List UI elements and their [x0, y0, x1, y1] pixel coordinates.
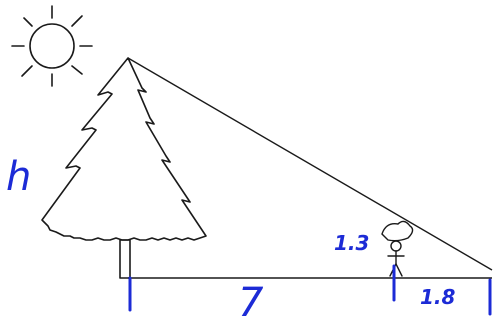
person-to-shadow-distance-label: 1.8: [420, 285, 456, 309]
person-height-label: 1.3: [334, 231, 369, 255]
distance-markers: [128, 264, 492, 316]
pine-tree-icon: [41, 57, 207, 279]
tree-height-label: h: [6, 154, 31, 200]
triangle-lines: [127, 57, 493, 279]
sun-icon: [11, 5, 93, 87]
sun-ray-line: [127, 57, 493, 271]
person-icon: [381, 220, 414, 277]
tree-to-person-distance-label: 7: [238, 280, 264, 326]
